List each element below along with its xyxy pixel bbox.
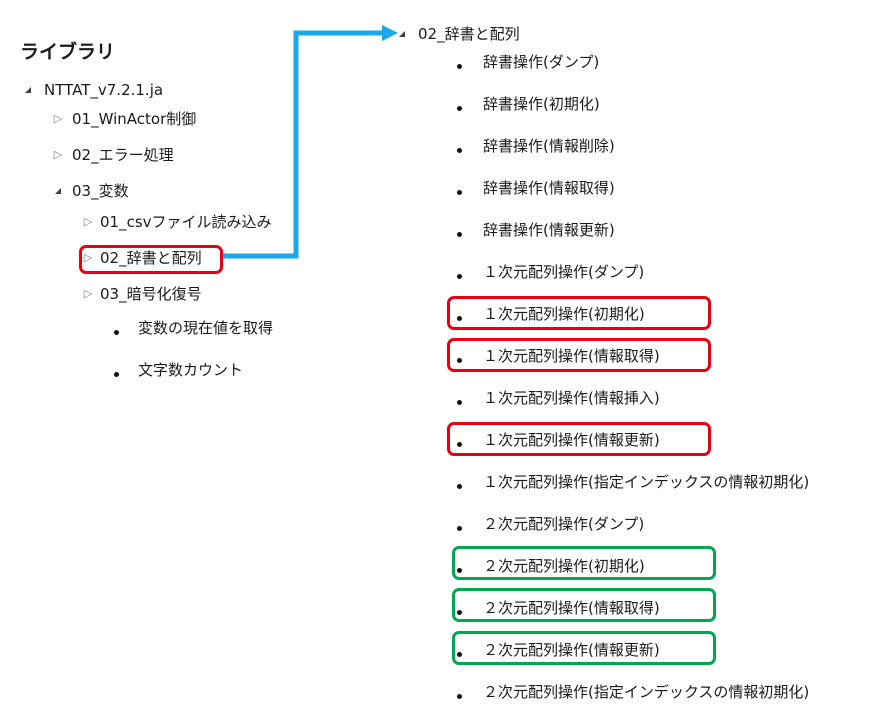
expanded-list-item[interactable]: 辞書操作(情報更新) — [483, 221, 615, 239]
tree-item-error-handling[interactable]: 02_エラー処理 — [72, 146, 174, 164]
bullet-icon — [457, 148, 462, 153]
bullet-icon — [457, 526, 462, 531]
bullet-icon — [457, 442, 462, 447]
collapse-triangle-icon[interactable]: ▷ — [83, 215, 93, 228]
bullet-icon — [457, 106, 462, 111]
tree-item-winactor-control[interactable]: 01_WinActor制御 — [72, 110, 197, 128]
expanded-list-item[interactable]: ２次元配列操作(指定インデックスの情報初期化) — [483, 683, 810, 701]
expanded-list-item[interactable]: 辞書操作(ダンプ) — [483, 53, 600, 71]
expanded-list-item[interactable]: 辞書操作(初期化) — [483, 95, 600, 113]
expanded-list-item[interactable]: 辞書操作(情報取得) — [483, 179, 615, 197]
highlight-box-2d-get — [452, 588, 716, 622]
highlight-box-1d-init — [447, 296, 711, 330]
bullet-icon — [114, 330, 119, 335]
highlight-box-2d-init — [452, 546, 716, 580]
expanded-list-item[interactable]: ２次元配列操作(情報更新) — [483, 641, 660, 659]
bullet-icon — [457, 358, 462, 363]
expanded-node-title[interactable]: 02_辞書と配列 — [418, 25, 520, 43]
collapse-triangle-icon[interactable]: ▷ — [83, 287, 93, 300]
expanded-list-item[interactable]: １次元配列操作(情報更新) — [483, 431, 660, 449]
collapse-triangle-icon[interactable]: ▷ — [53, 112, 63, 125]
bullet-icon — [457, 568, 462, 573]
bullet-icon — [457, 484, 462, 489]
bullet-icon — [457, 400, 462, 405]
bullet-icon — [457, 64, 462, 69]
tree-item-csv-read[interactable]: 01_csvファイル読み込み — [100, 213, 272, 231]
bullet-icon — [457, 610, 462, 615]
library-title: ライブラリ — [20, 41, 116, 63]
expanded-list-item[interactable]: ２次元配列操作(ダンプ) — [483, 515, 645, 533]
tree-root-item[interactable]: NTTAT_v7.2.1.ja — [44, 81, 164, 99]
expand-triangle-icon[interactable] — [396, 24, 408, 44]
bullet-icon — [457, 232, 462, 237]
expanded-list-item[interactable]: ２次元配列操作(初期化) — [483, 557, 645, 575]
expand-triangle-icon[interactable] — [52, 181, 64, 201]
collapse-triangle-icon[interactable]: ▷ — [53, 148, 63, 161]
expanded-list-item[interactable]: １次元配列操作(指定インデックスの情報初期化) — [483, 473, 810, 491]
tree-item-encrypt-decrypt[interactable]: 03_暗号化復号 — [100, 285, 202, 303]
collapse-triangle-icon[interactable]: ▷ — [83, 251, 93, 264]
highlight-box-2d-update — [452, 631, 716, 665]
bullet-icon — [457, 274, 462, 279]
expanded-list-item[interactable]: ２次元配列操作(情報取得) — [483, 599, 660, 617]
tree-item-variables[interactable]: 03_変数 — [72, 182, 129, 200]
tree-leaf-get-variable-value[interactable]: 変数の現在値を取得 — [138, 319, 274, 337]
expanded-list-item[interactable]: １次元配列操作(情報取得) — [483, 347, 660, 365]
expanded-list-item[interactable]: １次元配列操作(初期化) — [483, 305, 645, 323]
highlight-box-1d-update — [447, 422, 711, 456]
bullet-icon — [114, 372, 119, 377]
expanded-list-item[interactable]: １次元配列操作(ダンプ) — [483, 263, 645, 281]
expanded-list-item[interactable]: １次元配列操作(情報挿入) — [483, 389, 660, 407]
bullet-icon — [457, 694, 462, 699]
highlight-box-1d-get — [447, 338, 711, 372]
bullet-icon — [457, 316, 462, 321]
bullet-icon — [457, 190, 462, 195]
tree-item-dictionary-array[interactable]: 02_辞書と配列 — [100, 249, 202, 267]
bullet-icon — [457, 652, 462, 657]
expand-triangle-icon[interactable] — [22, 80, 34, 100]
expanded-list-item[interactable]: 辞書操作(情報削除) — [483, 137, 615, 155]
highlight-box-dictionary-array — [79, 245, 223, 274]
tree-leaf-char-count[interactable]: 文字数カウント — [138, 361, 244, 379]
